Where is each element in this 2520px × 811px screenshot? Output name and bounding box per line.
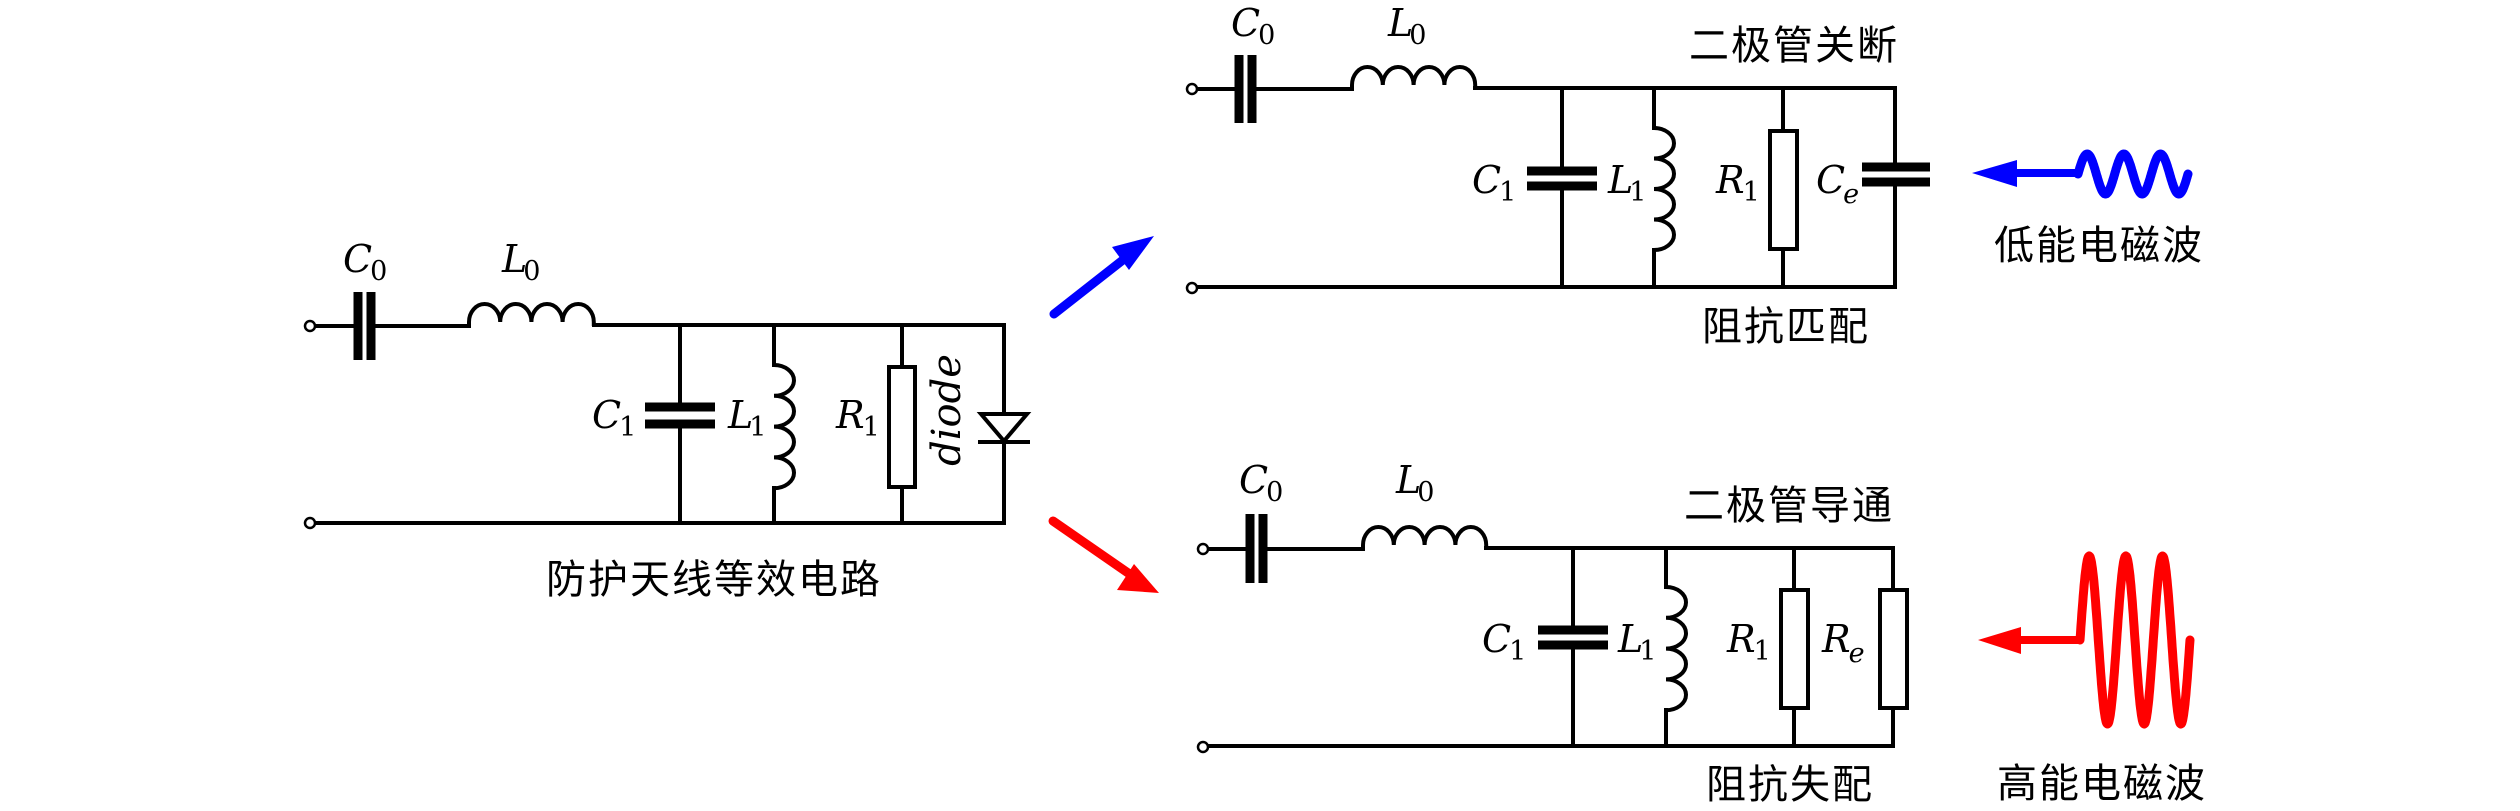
left-label-diode: diode <box>924 354 970 466</box>
low-energy-arrow-head <box>1972 160 2017 187</box>
low-energy-wave-label: 低能电磁波 <box>1994 223 2204 269</box>
top-capacitor-c0 <box>1234 55 1257 123</box>
left-resistor-r1 <box>887 323 917 525</box>
left-inductor-l1 <box>772 323 796 525</box>
arrow-to-top-circuit <box>1049 236 1154 319</box>
bottom-label-c1: C1 <box>1482 617 1526 667</box>
diode-symbol <box>976 412 1032 445</box>
top-label-c0: C0 <box>1231 1 1275 51</box>
bottom-circuit: C0 L0 C1 L1 R1 Re 二极管导通 阻抗失配 <box>1196 458 1909 808</box>
left-capacitor-c0 <box>353 292 376 360</box>
top-label-l0: L0 <box>1387 1 1426 51</box>
top-inductor-l0 <box>1350 65 1478 89</box>
bottom-input-terminal-bottom <box>1196 740 1210 754</box>
bottom-label-c0: C0 <box>1239 458 1283 508</box>
left-input-terminal-bottom <box>303 516 317 530</box>
left-inductor-l0 <box>467 302 596 326</box>
high-energy-wave-label: 高能电磁波 <box>1997 761 2207 807</box>
bottom-capacitor-c0 <box>1245 514 1268 583</box>
left-label-c1: C1 <box>592 393 636 443</box>
left-label-c0: C0 <box>343 237 387 287</box>
top-state-label: 二极管关断 <box>1689 23 1899 69</box>
high-energy-arrow-head <box>1978 627 2021 654</box>
high-energy-wave: 高能电磁波 <box>1978 551 2207 807</box>
left-circuit: C0 L0 C1 L1 R1 diode 防护天线等效电路 <box>303 237 1032 603</box>
top-inductor-l1 <box>1652 86 1676 289</box>
top-label-l1: L1 <box>1607 158 1646 208</box>
top-label-ce: Ce <box>1816 158 1859 210</box>
bottom-capacitor-c1 <box>1538 546 1608 747</box>
high-energy-wave-curve <box>2075 551 2195 729</box>
left-capacitor-c1 <box>645 323 715 525</box>
top-label-c1: C1 <box>1472 158 1516 208</box>
left-label-l1: L1 <box>727 393 766 443</box>
top-capacitor-c1 <box>1527 86 1597 289</box>
top-resistor-r1 <box>1768 86 1799 289</box>
top-label-r1: R1 <box>1715 158 1760 208</box>
bottom-resistor-r1 <box>1779 546 1810 747</box>
bottom-state-label: 二极管导通 <box>1684 483 1894 529</box>
top-circuit: C0 L0 C1 L1 R1 Ce 二极管关断 阻抗匹配 <box>1185 1 1930 350</box>
left-top-wire <box>312 323 1006 525</box>
low-energy-wave-curve <box>2073 149 2193 199</box>
arrow-to-bottom-circuit <box>1048 516 1159 593</box>
low-energy-wave: 低能电磁波 <box>1972 149 2204 269</box>
top-result-label: 阻抗匹配 <box>1702 304 1870 350</box>
top-input-terminal-top <box>1185 82 1199 96</box>
left-input-terminal-top <box>303 319 317 333</box>
top-capacitor-ce <box>1862 162 1930 187</box>
bottom-inductor-l0 <box>1361 525 1489 549</box>
bottom-resistor-re <box>1878 588 1909 710</box>
bottom-inductor-l1 <box>1664 546 1688 747</box>
bottom-label-r1: R1 <box>1726 617 1771 667</box>
bottom-label-l1: L1 <box>1617 617 1656 667</box>
left-label-r1: R1 <box>835 393 880 443</box>
left-caption: 防护天线等效电路 <box>546 557 882 603</box>
bottom-label-re: Re <box>1821 617 1865 669</box>
top-top-wire <box>1194 86 1897 289</box>
bottom-input-terminal-top <box>1196 542 1210 556</box>
bottom-label-l0: L0 <box>1395 458 1434 508</box>
left-label-l0: L0 <box>501 237 540 287</box>
top-input-terminal-bottom <box>1185 281 1199 295</box>
bottom-result-label: 阻抗失配 <box>1706 762 1874 808</box>
